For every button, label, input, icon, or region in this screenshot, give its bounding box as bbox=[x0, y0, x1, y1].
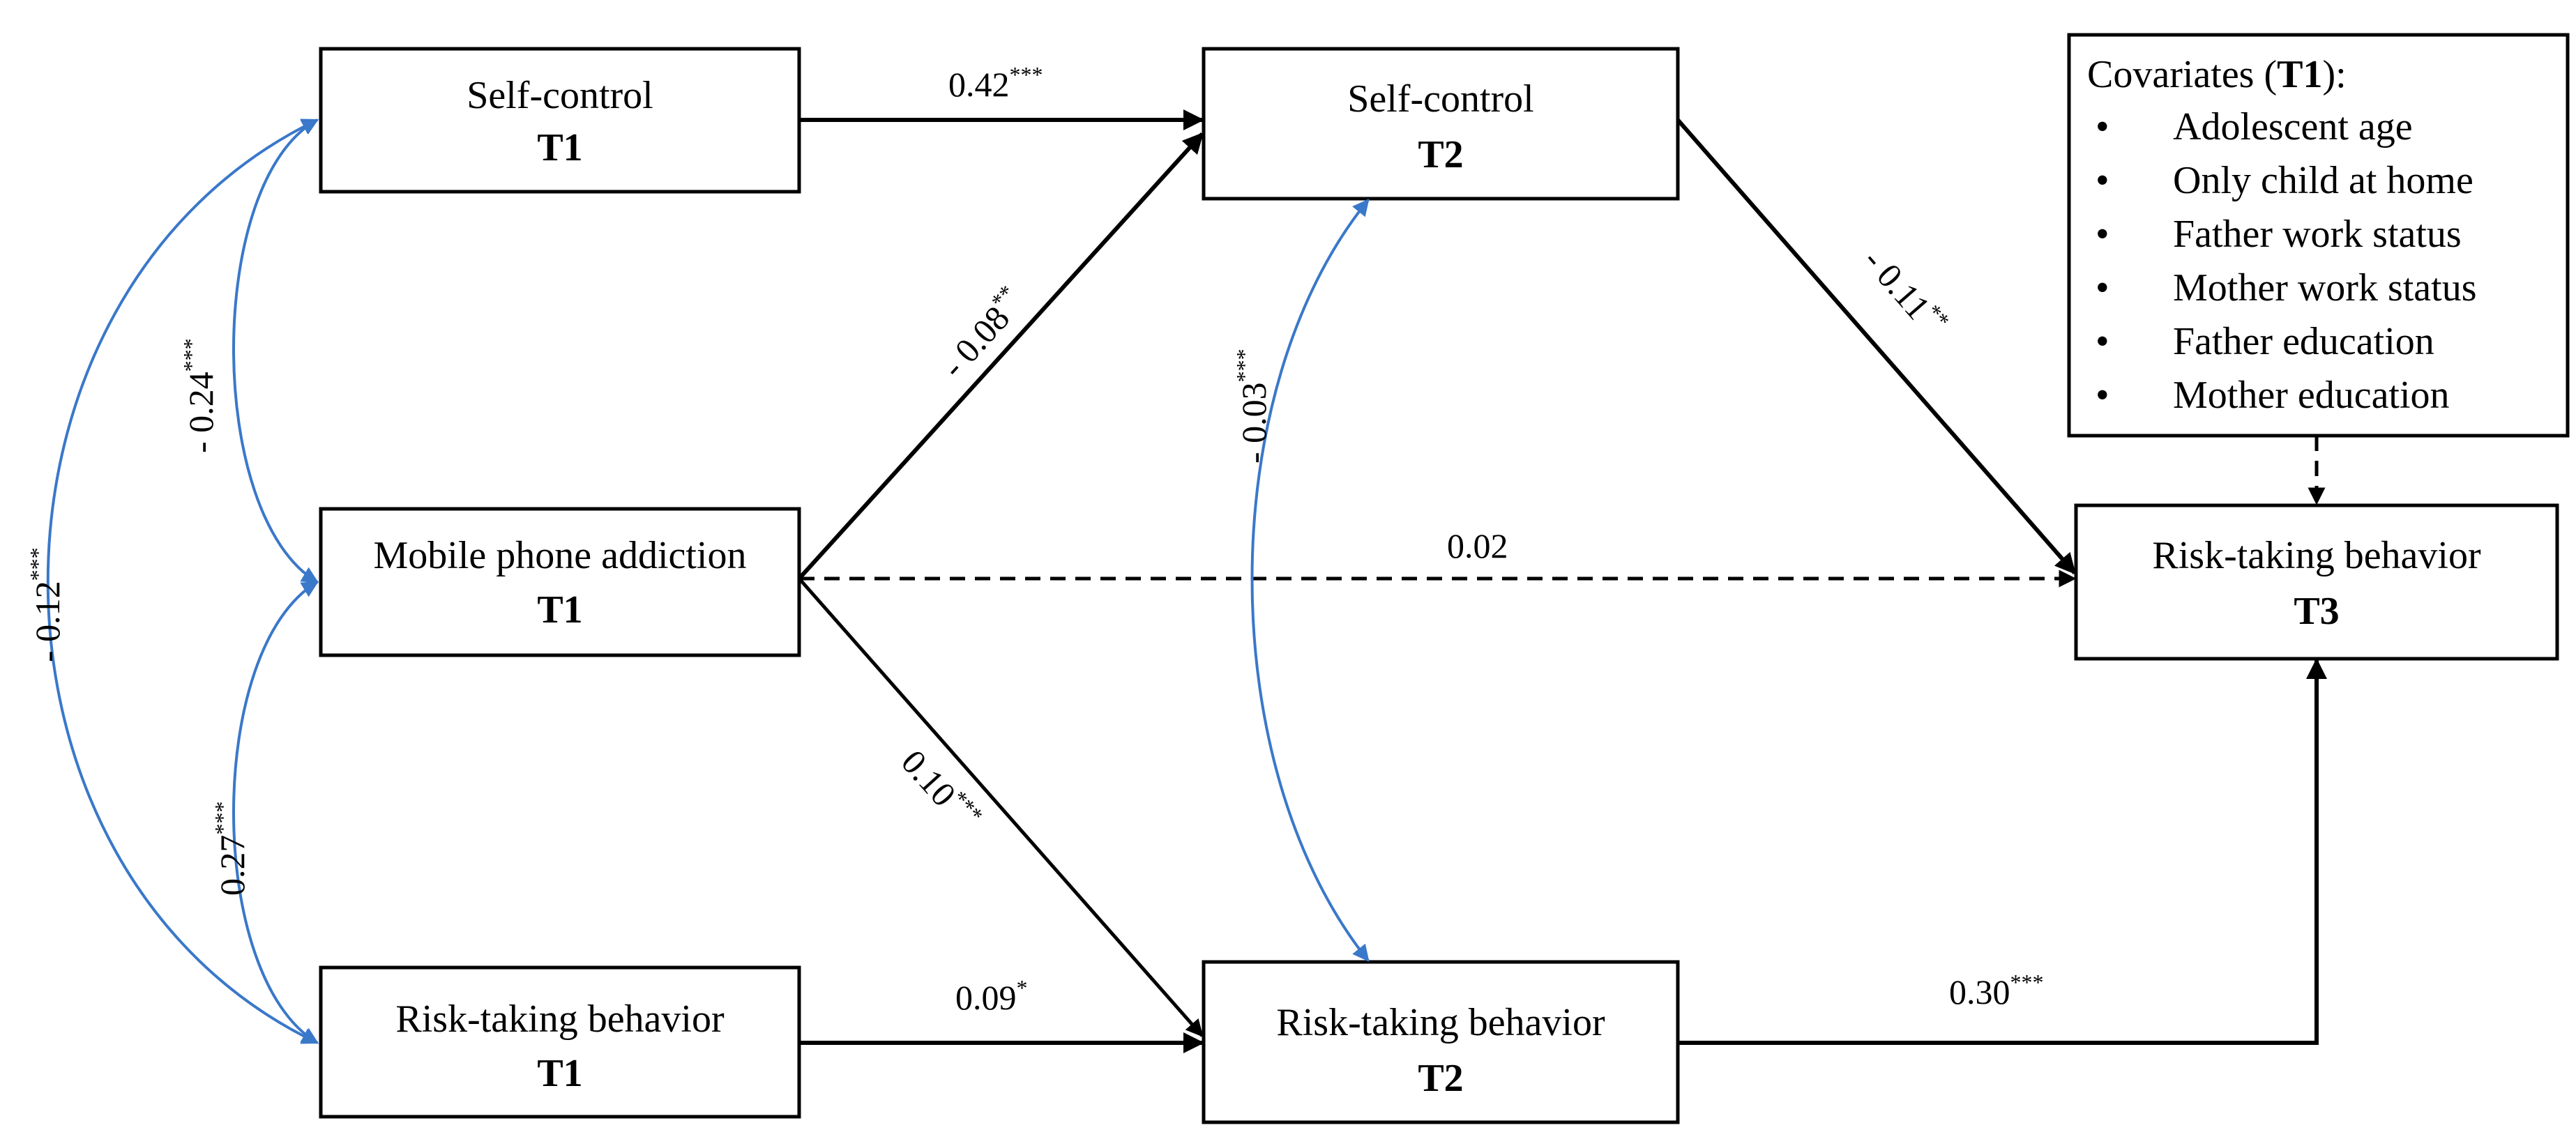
node-time: T2 bbox=[1418, 133, 1463, 176]
path-mpa-to-self-control-t2 bbox=[797, 132, 1204, 581]
path-mpa-to-risk-t2 bbox=[798, 577, 1204, 1037]
coef-cov-self-control-t2-risk-t2: - 0.03*** bbox=[1232, 349, 1273, 464]
coef-risk-t1-to-t2: 0.09* bbox=[955, 975, 1028, 1017]
node-mobile-phone-addiction-t1: Mobile phone addiction T1 bbox=[319, 507, 801, 657]
node-label: Risk-taking behavior bbox=[395, 997, 725, 1041]
bullet-icon: • bbox=[2096, 159, 2109, 202]
node-self-control-t2: Self-control T2 bbox=[1202, 47, 1680, 201]
covariate-item: Mother work status bbox=[2173, 266, 2477, 309]
coef-cov-mpa-risk-t1: 0.27*** bbox=[210, 802, 252, 896]
node-time: T1 bbox=[537, 1052, 582, 1095]
coef-risk-t2-to-t3: 0.30*** bbox=[1949, 970, 2044, 1011]
covariates-list: • Adolescent age • Only child at home • … bbox=[2096, 105, 2477, 417]
bullet-icon: • bbox=[2096, 213, 2109, 256]
coef-mpa-to-self-control-t2: - 0.08** bbox=[932, 280, 1032, 385]
node-time: T1 bbox=[537, 126, 582, 169]
path-risk-t2-to-t3 bbox=[1678, 658, 2327, 1045]
bullet-icon: • bbox=[2096, 320, 2109, 363]
node-label: Risk-taking behavior bbox=[1276, 1001, 1605, 1044]
node-label: Mobile phone addiction bbox=[373, 534, 746, 577]
covariates-title: Covariates (T1): bbox=[2087, 53, 2347, 96]
covariate-item: Adolescent age bbox=[2173, 105, 2413, 148]
node-label: Self-control bbox=[1347, 77, 1533, 121]
node-time: T3 bbox=[2294, 590, 2339, 633]
coef-mpa-to-risk-t2: 0.10*** bbox=[894, 740, 988, 839]
node-label: Self-control bbox=[467, 74, 653, 117]
cov-mpa-risk-t1 bbox=[232, 581, 319, 1044]
coef-cov-self-control-t1-risk-t1: - 0.12*** bbox=[25, 547, 67, 662]
node-label: Risk-taking behavior bbox=[2152, 534, 2481, 577]
coef-mpa-to-risk-t3: 0.02 bbox=[1447, 526, 1508, 565]
node-risk-taking-t2: Risk-taking behavior T2 bbox=[1202, 960, 1680, 1124]
node-risk-taking-t3: Risk-taking behavior T3 bbox=[2074, 503, 2559, 661]
coef-self-control-t1-to-t2: 0.42*** bbox=[948, 62, 1043, 104]
node-self-control-t1: Self-control T1 bbox=[319, 47, 801, 194]
node-time: T2 bbox=[1418, 1057, 1463, 1100]
bullet-icon: • bbox=[2096, 266, 2109, 309]
coef-cov-self-control-t1-mpa: - 0.24*** bbox=[179, 338, 220, 453]
covariates-box: Covariates (T1): • Adolescent age • Only… bbox=[2067, 33, 2570, 438]
covariate-item: Father work status bbox=[2173, 213, 2462, 256]
covariate-item: Mother education bbox=[2173, 374, 2450, 417]
bullet-icon: • bbox=[2096, 374, 2109, 417]
cov-self-control-t1-mpa bbox=[232, 119, 319, 583]
covariate-item: Only child at home bbox=[2173, 159, 2473, 202]
node-risk-taking-t1: Risk-taking behavior T1 bbox=[319, 965, 801, 1119]
bullet-icon: • bbox=[2096, 105, 2109, 148]
node-time: T1 bbox=[537, 588, 582, 632]
path-self-control-t2-to-risk-t3 bbox=[1676, 119, 2077, 575]
coef-self-control-t2-to-risk-t3: - 0.11** bbox=[1856, 239, 1955, 344]
cov-self-control-t1-risk-t1 bbox=[46, 119, 319, 1044]
covariate-item: Father education bbox=[2173, 320, 2434, 363]
cov-self-control-t2-risk-t2 bbox=[1250, 199, 1370, 962]
